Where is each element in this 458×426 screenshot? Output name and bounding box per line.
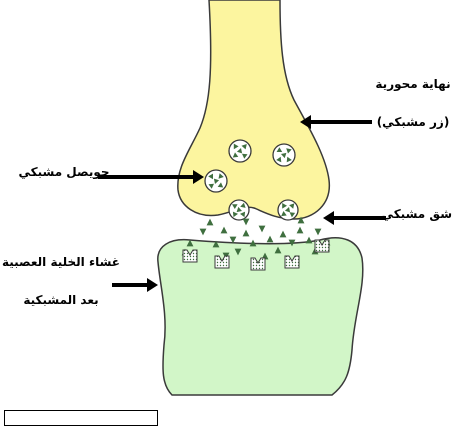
neurotransmitter-molecule <box>267 236 274 243</box>
axon-terminal-arrow <box>300 115 372 129</box>
neurotransmitter-molecule <box>243 219 250 226</box>
synaptic-cleft-arrow <box>323 211 386 225</box>
neurotransmitter-molecule <box>200 229 207 236</box>
neurotransmitter-molecule <box>306 237 313 244</box>
neurotransmitter-molecule <box>259 226 266 233</box>
neurotransmitter-molecule <box>221 227 228 234</box>
synaptic-vesicle <box>229 200 249 220</box>
neurotransmitter-molecule <box>315 229 322 236</box>
axon-terminal-sublabel: (زر مشبكي) <box>370 114 456 131</box>
neurotransmitter-molecule <box>243 230 250 237</box>
postsynaptic-membrane-label: غشاء الخلية العصبية <box>0 254 122 271</box>
neurotransmitter-molecule <box>280 231 287 238</box>
postsynaptic-membrane-arrow <box>112 278 158 292</box>
presynaptic-terminal <box>178 0 330 219</box>
synaptic-vesicle <box>205 170 227 192</box>
synaptic-cleft-label: شق مشبكي <box>388 206 452 223</box>
synaptic-vesicle <box>278 200 298 220</box>
synaptic-vesicle <box>273 144 295 166</box>
neurotransmitter-molecule <box>297 227 304 234</box>
synaptic-vesicle <box>229 140 251 162</box>
postsynaptic-membrane-sublabel: بعد المشبكية <box>0 292 122 309</box>
synaptic-vesicle-label: حويصل مشبكي <box>18 164 110 181</box>
neurotransmitter-molecule <box>207 219 214 226</box>
axon-terminal-label: نهاية محورية <box>370 76 456 93</box>
bottom-frame <box>4 410 158 426</box>
